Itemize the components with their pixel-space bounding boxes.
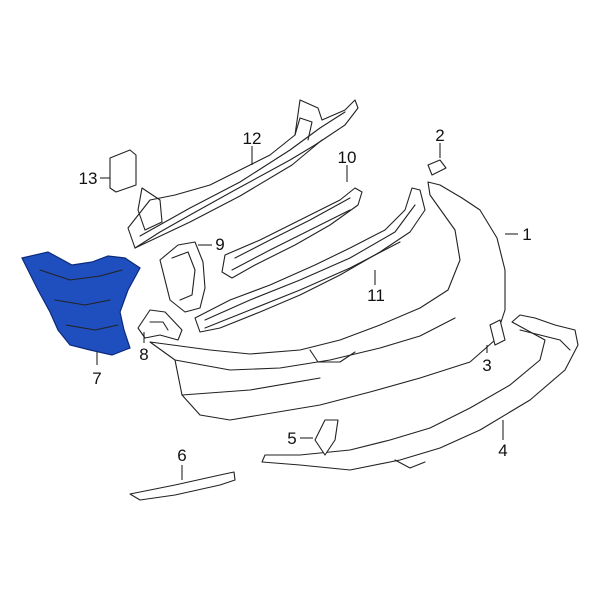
- callout-9: 9: [215, 235, 224, 254]
- callout-labels: 12 13 10 9 11 8 7 2 1 3 4 5 6: [79, 126, 532, 465]
- callout-10: 10: [338, 148, 357, 167]
- leader-lines: [96, 143, 518, 480]
- callout-12: 12: [243, 129, 262, 148]
- callout-4: 4: [498, 441, 507, 460]
- callout-1: 1: [522, 225, 531, 244]
- callout-2: 2: [435, 126, 444, 145]
- callout-5: 5: [287, 429, 296, 448]
- part-10-absorber[interactable]: [221, 187, 363, 279]
- part-8-clip[interactable]: [137, 309, 183, 341]
- callout-13: 13: [79, 169, 98, 188]
- callout-11: 11: [367, 286, 385, 305]
- part-9-bracket[interactable]: [159, 241, 206, 313]
- callout-3: 3: [482, 356, 491, 375]
- part-12-reinforcement-bar[interactable]: [127, 99, 359, 249]
- callout-6: 6: [177, 446, 186, 465]
- part-3-reflector[interactable]: [489, 319, 506, 346]
- callout-8: 8: [139, 345, 148, 364]
- part-4-diffuser[interactable]: [261, 314, 579, 471]
- part-2-clip[interactable]: [427, 159, 447, 176]
- part-11-absorber[interactable]: [194, 187, 426, 333]
- part-1-bumper-cover[interactable]: [149, 181, 506, 421]
- part-7-side-bracket-highlighted[interactable]: [21, 251, 141, 356]
- callout-7: 7: [92, 369, 101, 388]
- part-13-plate[interactable]: [109, 149, 137, 193]
- part-5-clip[interactable]: [314, 419, 339, 456]
- part-6-trim-strip[interactable]: [129, 471, 236, 501]
